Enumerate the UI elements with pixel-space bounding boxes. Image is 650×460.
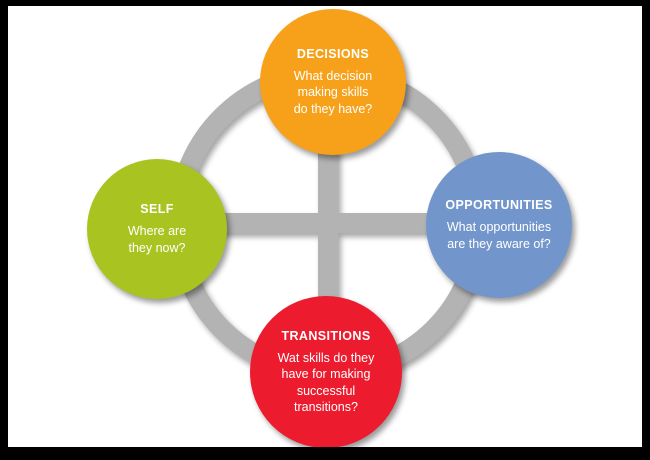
node-decisions: DECISIONS What decision making skills do… [260,9,406,155]
node-opportunities: OPPORTUNITIES What opportunities are the… [426,152,572,298]
node-opportunities-description: What opportunities are they aware of? [446,220,552,251]
node-transitions: TRANSITIONS Wat skills do they have for … [250,296,402,447]
node-self: SELF Where are they now? [87,159,227,299]
node-transitions-description: Wat skills do they have for making succe… [277,351,375,414]
node-transitions-title: TRANSITIONS [281,329,371,343]
node-self-description: Where are they now? [127,224,187,255]
node-self-title: SELF [140,202,174,217]
node-decisions-title: DECISIONS [296,47,370,62]
node-opportunities-title: OPPORTUNITIES [445,198,553,213]
node-decisions-description: What decision making skills do they have… [293,69,373,116]
diagram-canvas: DECISIONS What decision making skills do… [8,6,642,447]
